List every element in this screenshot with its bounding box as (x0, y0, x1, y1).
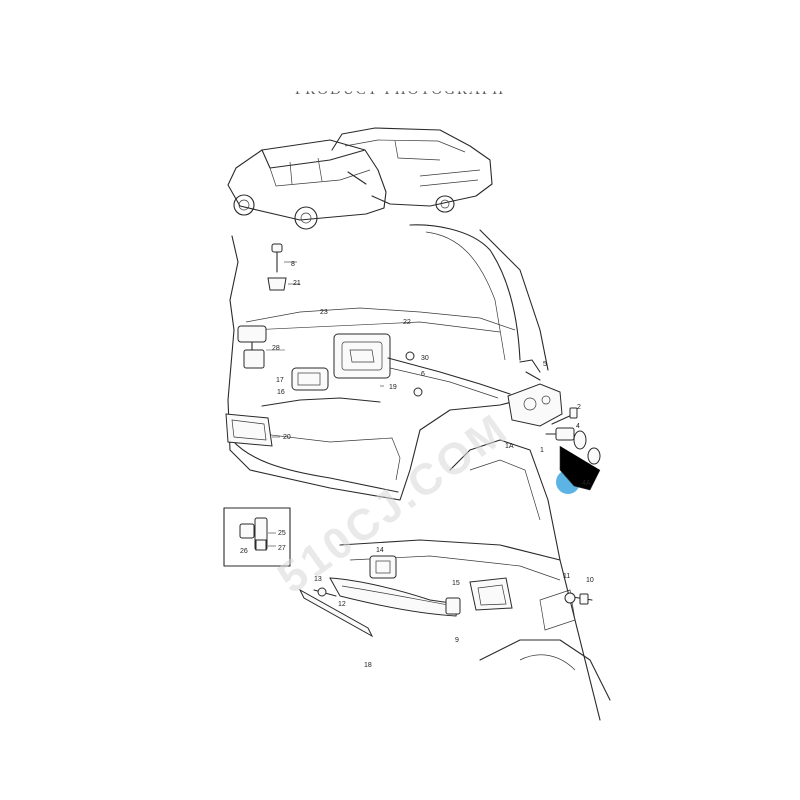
clip-part-30 (405, 351, 423, 397)
callout-label-9: 9 (455, 637, 459, 644)
callout-label-5: 5 (543, 361, 547, 368)
callout-label-18: 18 (364, 662, 372, 669)
screw-part-12-13 (313, 587, 337, 597)
grille-part-14 (369, 555, 397, 579)
callout-label-30: 30 (421, 355, 429, 362)
callout-label-10: 10 (586, 577, 594, 584)
reflector-part-15 (469, 577, 513, 611)
callout-label-12: 12 (338, 601, 346, 608)
door-panel-outline (227, 224, 549, 501)
callout-label-11: 11 (563, 573, 570, 580)
callout-label-8: 8 (291, 261, 295, 268)
callout-label-19: 19 (389, 384, 397, 391)
car-silhouettes (227, 127, 493, 230)
handle-part-16-17 (261, 367, 381, 407)
nut-part-21 (267, 277, 300, 291)
callout-label-27: 27 (278, 545, 286, 552)
bolt-part-8 (271, 243, 297, 273)
bolt-part-10-11 (564, 592, 593, 605)
handle-housing-part-19 (333, 333, 391, 387)
callout-label-15: 15 (452, 580, 460, 587)
rod-linkage (387, 357, 511, 399)
callout-label-20: 20 (283, 434, 291, 441)
lock-mechanism-part-1 (507, 359, 563, 427)
trim-panel-part-20 (225, 413, 280, 447)
callout-label-28: 28 (272, 345, 280, 352)
callout-label-4: 4 (576, 423, 580, 430)
page-heading: PRODUCT PHOTOGRAPH (294, 82, 506, 98)
callout-label-14: 14 (376, 547, 384, 554)
callout-label-4a: 4A (582, 480, 591, 487)
inset-detail (223, 507, 291, 567)
lower-parts (298, 555, 593, 638)
callout-label-25: 25 (278, 530, 286, 537)
callout-label-23: 23 (320, 309, 328, 316)
callout-label-2: 2 (577, 404, 581, 411)
hatchback-car-sketch (227, 139, 387, 230)
sedan-car-sketch (331, 127, 493, 213)
callout-label-6: 6 (421, 371, 425, 378)
callout-labels: 1 1A 2 4 4A 5 6 8 9 10 11 12 13 14 15 16 17 18 19 20 21 22 23 2… (240, 261, 594, 669)
callout-label-17: 17 (276, 377, 284, 384)
callout-label-22: 22 (403, 319, 411, 326)
callout-label-1: 1 (540, 447, 544, 454)
door-check-part-28 (237, 325, 285, 369)
callout-label-16: 16 (277, 389, 285, 396)
bushing-part-4 (545, 427, 601, 465)
callout-label-1a: 1A (505, 443, 514, 450)
door-parts (225, 243, 601, 494)
screw-part-2 (551, 407, 578, 425)
callout-label-26: 26 (240, 548, 248, 555)
strip-part-9 (329, 577, 461, 617)
molding-part-18 (298, 588, 374, 638)
callout-label-13: 13 (314, 576, 322, 583)
callout-label-21: 21 (293, 280, 301, 287)
